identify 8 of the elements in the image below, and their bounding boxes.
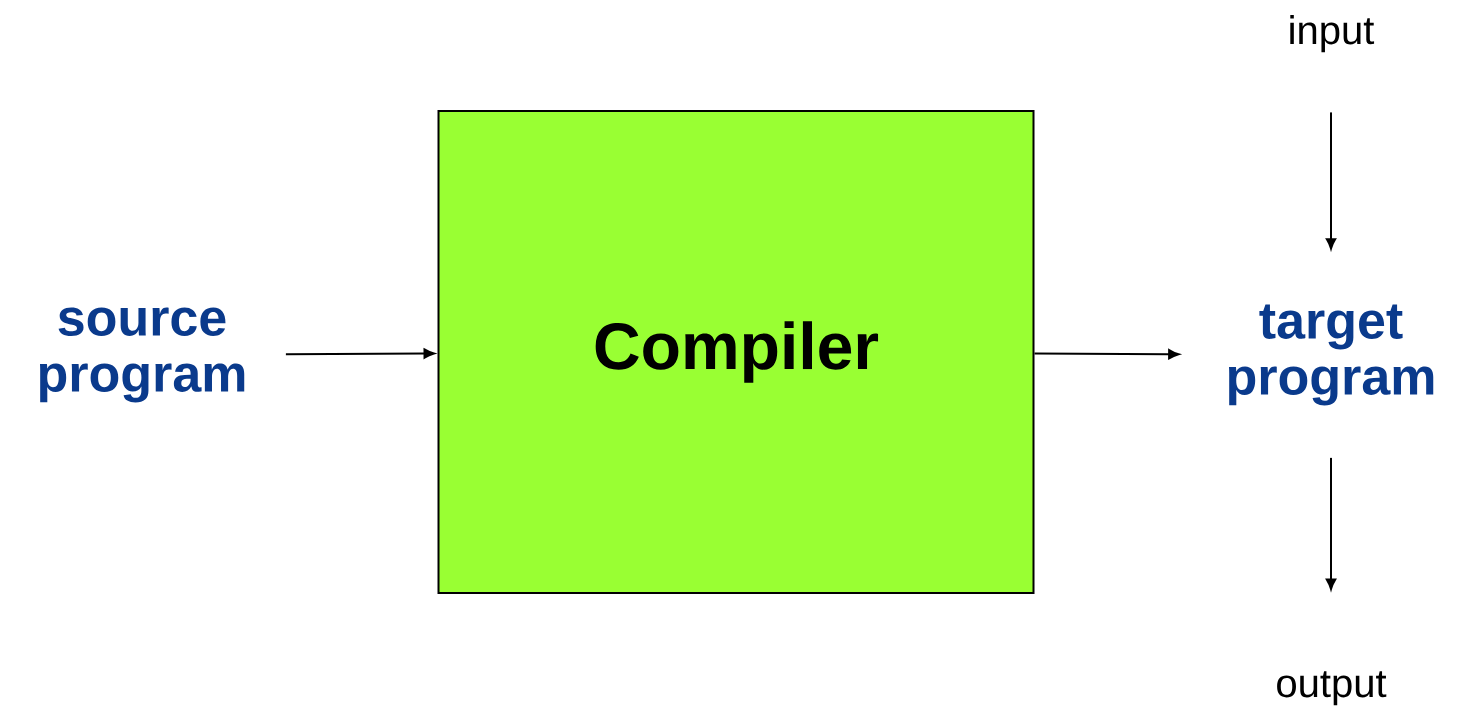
arrow [1325,456,1337,590]
compiler-box: Compiler [437,110,1035,594]
arrow [1033,349,1180,360]
arrow [1325,111,1337,250]
program-label: source program [39,307,245,403]
io-label: input [1290,15,1375,53]
program-label: target program [1228,304,1434,406]
io-label: output [1277,671,1387,706]
